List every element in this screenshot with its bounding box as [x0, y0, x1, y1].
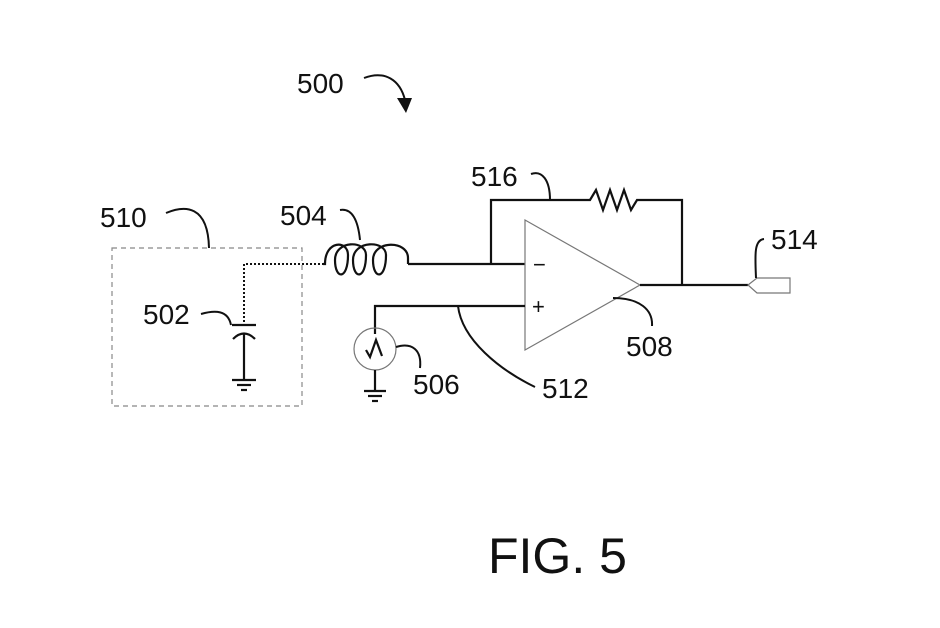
- reference-arrow-icon: [363, 74, 412, 113]
- label-504: 504: [280, 200, 327, 231]
- label-516: 516: [471, 161, 518, 192]
- wire-noninverting-input: [373, 304, 525, 334]
- leader-510: [165, 207, 210, 249]
- leader-508: [612, 297, 654, 327]
- leader-516: [530, 172, 551, 201]
- output-connector-icon: [747, 277, 791, 294]
- ac-source-icon: [353, 327, 397, 403]
- leader-514: [754, 238, 765, 279]
- leader-506: [395, 344, 422, 369]
- opamp-triangle: [524, 218, 642, 352]
- dotted-wire: [243, 263, 323, 322]
- leader-502: [200, 310, 232, 326]
- feedback-resistor-icon: [489, 186, 684, 285]
- label-514: 514: [771, 224, 818, 255]
- label-506: 506: [413, 369, 460, 400]
- leader-512: [457, 305, 536, 388]
- label-512: 512: [542, 373, 589, 404]
- inductor-icon: [323, 243, 410, 276]
- figure-title: FIG. 5: [488, 528, 627, 584]
- capacitor-icon: [232, 323, 256, 392]
- noninverting-pin-symbol: +: [532, 294, 545, 319]
- label-502: 502: [143, 299, 190, 330]
- sensor-region-box: [111, 247, 303, 407]
- inverting-pin-symbol: −: [533, 252, 546, 277]
- leader-504: [339, 208, 361, 241]
- label-500: 500: [297, 68, 344, 99]
- label-508: 508: [626, 331, 673, 362]
- label-510: 510: [100, 202, 147, 233]
